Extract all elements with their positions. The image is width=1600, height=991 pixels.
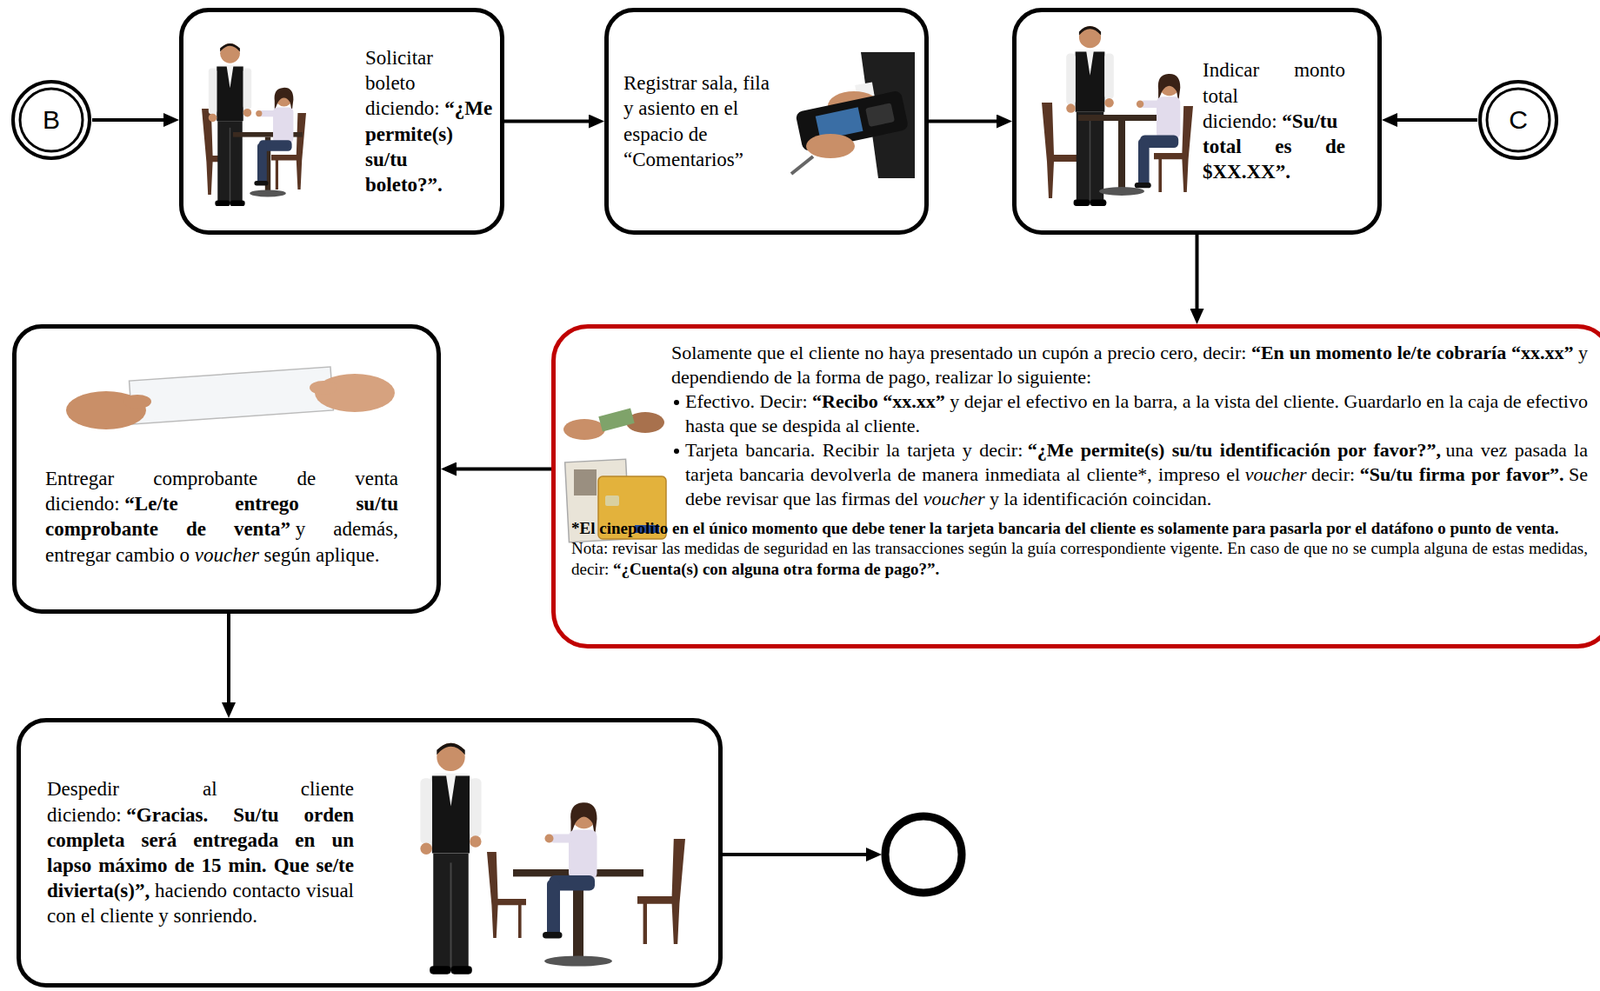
text-area: Entregar comprobante de venta diciendo:“… [16,328,437,579]
flow-arrow [454,467,552,472]
main-text: Solamente que el cliente no haya present… [671,340,1588,512]
body-text: Efectivo. Decir: [685,390,808,413]
inner-ring [20,88,83,152]
handheld-device-photo-part [860,52,915,179]
body-text: según aplique. [264,544,380,567]
end-event [722,816,962,894]
body-text: decir: [1311,463,1355,486]
farewell-photo-part [542,802,598,939]
ticket-request-photo-part [208,43,252,207]
text-area: Indicar monto total diciendo:“Su/tu tota… [1016,48,1378,194]
paragraph: Entregar comprobante de venta diciendo:“… [45,466,399,568]
farewell-photo-part [420,743,481,975]
farewell-photo-part [486,852,527,939]
process-box: Indicar monto total diciendo:“Su/tu tota… [1012,7,1382,235]
bold-text: *El cinepolito en el único momento que d… [571,519,1560,538]
body-text: Tarjeta bancaria. Recibir la tarjeta y d… [685,439,1023,461]
payment-photo-part [605,495,620,507]
flow-arrow [504,120,591,124]
flow-arrow [226,613,231,705]
payment-photo-part [598,407,634,432]
paragraph: Solamente que el cliente no haya present… [671,340,1588,390]
receipt-photo [66,366,395,430]
bullet-dot [673,400,680,406]
body-text: Solicitar boleto diciendo: [365,46,440,120]
italic-text: voucher [1245,463,1307,486]
end-event-part [885,816,962,894]
total-amount-photo [1041,26,1194,207]
text-area: Solicitar boleto diciendo:“¿Me permite(s… [183,36,500,207]
handheld-device-photo-part-part [865,102,895,127]
body-text: C [1508,105,1528,135]
receipt-photo-part [309,380,338,395]
paragraph: Solicitar boleto diciendo:“¿Me permite(s… [365,45,474,198]
bold-text: “¿Cuenta(s) con alguna otra forma de pag… [613,560,940,579]
body-text: Solamente que el cliente no haya present… [671,341,1247,364]
outer-ring [13,81,90,159]
body-text: B [42,105,60,135]
bullet-item: Efectivo. Decir:“Recibo “xx.xx”y dejar e… [671,389,1588,439]
main-text: Registrar sala, fila y asiento en el esp… [623,70,772,173]
body-text: y la identificación coincidan. [989,487,1212,510]
main-text: Entregar comprobante de venta diciendo:“… [45,466,399,568]
receipt-photo-part [123,394,152,409]
main-text: Indicar monto total diciendo:“Su/tu tota… [1202,57,1346,185]
continuation-connector: C [1477,79,1560,161]
footnote-text: *El cinepolito en el único momento que d… [571,518,1588,580]
outer-ring [1480,81,1557,159]
bold-text: “¿Me permite(s) su/tu identificación por… [1027,439,1441,461]
paragraph: Despedir al cliente diciendo:“Gracias. S… [46,776,354,929]
text-area: Solamente que el cliente no haya present… [555,328,1600,591]
paragraph: Registrar sala, fila y asiento en el esp… [623,70,772,173]
text-area: Registrar sala, fila y asiento en el esp… [608,61,925,181]
ticket-request-photo-part [253,87,294,187]
handheld-device-photo-part [806,133,855,159]
process-box: Registrar sala, fila y asiento en el esp… [604,7,929,235]
main-text: Despedir al cliente diciendo:“Gracias. S… [46,776,354,929]
payment-box: Solamente que el cliente no haya present… [551,324,1600,649]
bullet-item: Tarjeta bancaria. Recibir la tarjeta y d… [671,438,1588,512]
flow-arrow [1395,118,1478,122]
farewell-photo [420,743,686,975]
paragraph: Nota: revisar las medidas de seguridad e… [571,538,1588,580]
italic-text: voucher [194,544,260,567]
paragraph: *El cinepolito en el único momento que d… [571,518,1588,540]
farewell-photo-part [637,839,686,945]
bold-text: “Recibo “xx.xx” [812,390,946,413]
main-text: Solicitar boleto diciendo:“¿Me permite(s… [365,45,474,198]
payment-photo-part [563,419,606,440]
payment-photo-part [573,469,597,496]
flow-arrow [928,120,999,124]
paragraph: Indicar monto total diciendo:“Su/tu tota… [1202,57,1346,185]
text-area: Despedir al cliente diciendo:“Gracias. S… [20,767,719,938]
inner-ring [1486,88,1550,152]
process-box: Entregar comprobante de venta diciendo:“… [12,324,441,614]
handheld-device-photo-part [791,156,814,174]
handheld-device-photo [791,52,915,179]
flow-arrow [92,118,166,122]
ticket-request-photo [201,43,307,207]
bold-text: “En un momento le/te cobraría “xx.xx” [1251,341,1574,364]
total-amount-photo-part [1134,73,1181,188]
total-amount-photo-part [1078,114,1166,196]
bold-text: “Su/tu firma por favor”. [1360,463,1565,486]
flow-arrow [1195,234,1200,311]
process-box: Solicitar boleto diciendo:“¿Me permite(s… [179,7,505,235]
body-text: Registrar sala, fila y asiento en el esp… [623,72,770,171]
end-event-part [722,853,868,857]
italic-text: voucher [923,487,986,510]
receipt-photo-part [129,366,334,425]
start-connector: B [10,79,93,161]
bullet-dot [673,448,680,454]
process-box: Despedir al cliente diciendo:“Gracias. S… [16,718,723,988]
